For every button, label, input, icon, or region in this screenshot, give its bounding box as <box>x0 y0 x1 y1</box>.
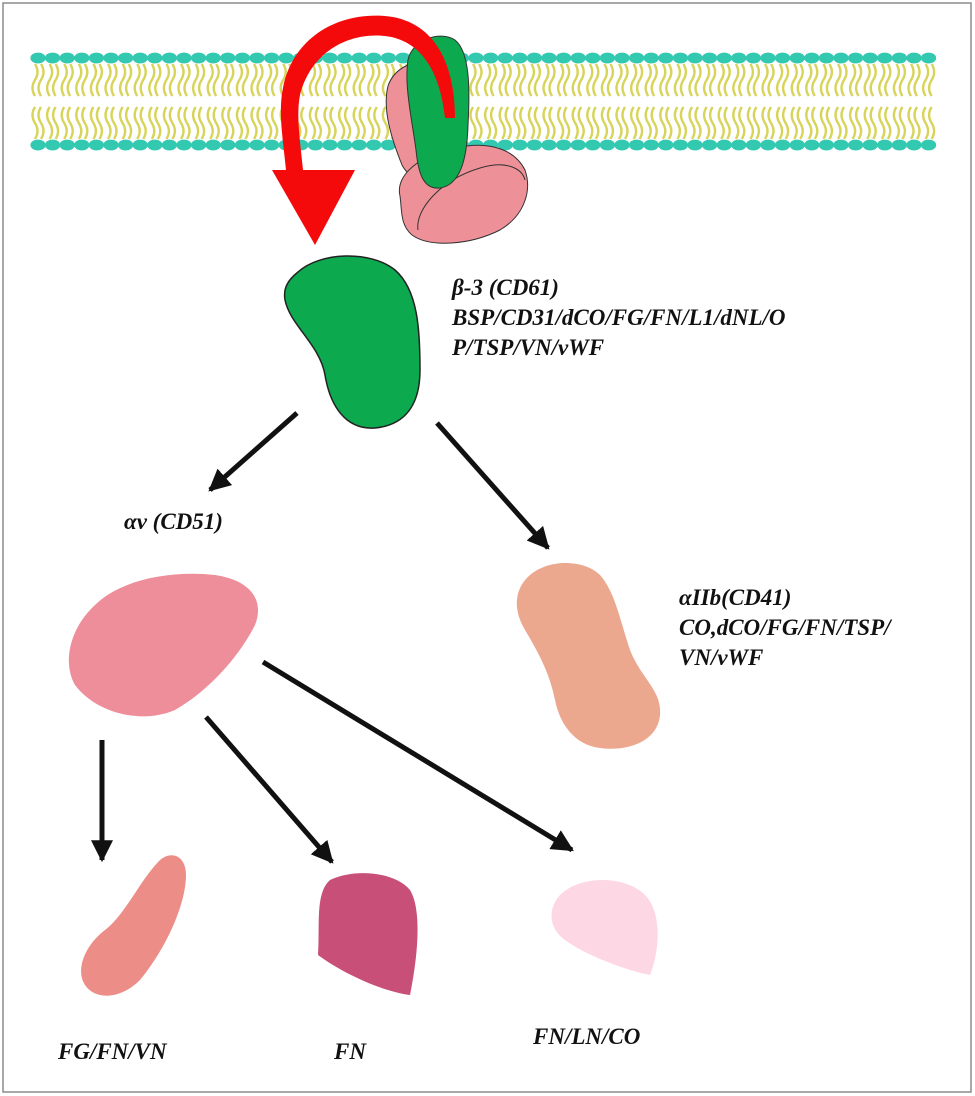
complex-green-subunit <box>406 35 470 189</box>
beta3-label-line-3: P/TSP/VN/vWF <box>452 335 605 360</box>
ligand-1-label: FG/FN/VN <box>58 1037 167 1067</box>
integrin-complex <box>385 35 529 244</box>
alpha-v-label: αv (CD51) <box>124 507 223 537</box>
ligand-3-label-text: FN/LN/CO <box>533 1024 641 1049</box>
arrow-beta3-to-alpha-v <box>208 411 299 492</box>
alpha-iib-label-line-1: αIIb(CD41) <box>679 585 792 610</box>
ligand-fn-ln-co-shape <box>551 880 658 975</box>
alpha-v-subunit <box>68 573 259 717</box>
alpha-iib-label-line-3: VN/vWF <box>679 645 764 670</box>
alpha-v-label-line-1: αv (CD51) <box>124 509 223 534</box>
ligand-2-label: FN <box>334 1037 366 1067</box>
alpha-iib-label: αIIb(CD41) CO,dCO/FG/FN/TSP/ VN/vWF <box>679 583 891 673</box>
arrow-alpha-v-to-ligand-3 <box>261 659 574 853</box>
ligand-3-label: FN/LN/CO <box>533 1022 640 1052</box>
complex-pink-base-fold <box>417 164 526 231</box>
pathway-arrows <box>91 411 574 864</box>
transport-arrow <box>272 15 455 245</box>
beta3-label-line-1: β-3 (CD61) <box>452 275 559 300</box>
beta3-subunit <box>283 255 421 429</box>
alpha-iib-subunit <box>516 562 661 749</box>
beta3-label-line-2: BSP/CD31/dCO/FG/FN/L1/dNL/O <box>452 305 786 330</box>
ligand-fg-fn-vn-shape <box>81 855 186 996</box>
ligand-2-label-text: FN <box>334 1039 366 1064</box>
beta3-label: β-3 (CD61) BSP/CD31/dCO/FG/FN/L1/dNL/O P… <box>452 273 786 363</box>
arrow-beta3-to-alpha-iib <box>435 421 550 550</box>
ligand-fn-shape <box>318 873 418 995</box>
alpha-iib-label-line-2: CO,dCO/FG/FN/TSP/ <box>679 615 891 640</box>
cell-membrane <box>30 52 937 151</box>
arrow-alpha-v-to-ligand-2 <box>204 715 334 864</box>
ligand-1-label-text: FG/FN/VN <box>58 1039 167 1064</box>
